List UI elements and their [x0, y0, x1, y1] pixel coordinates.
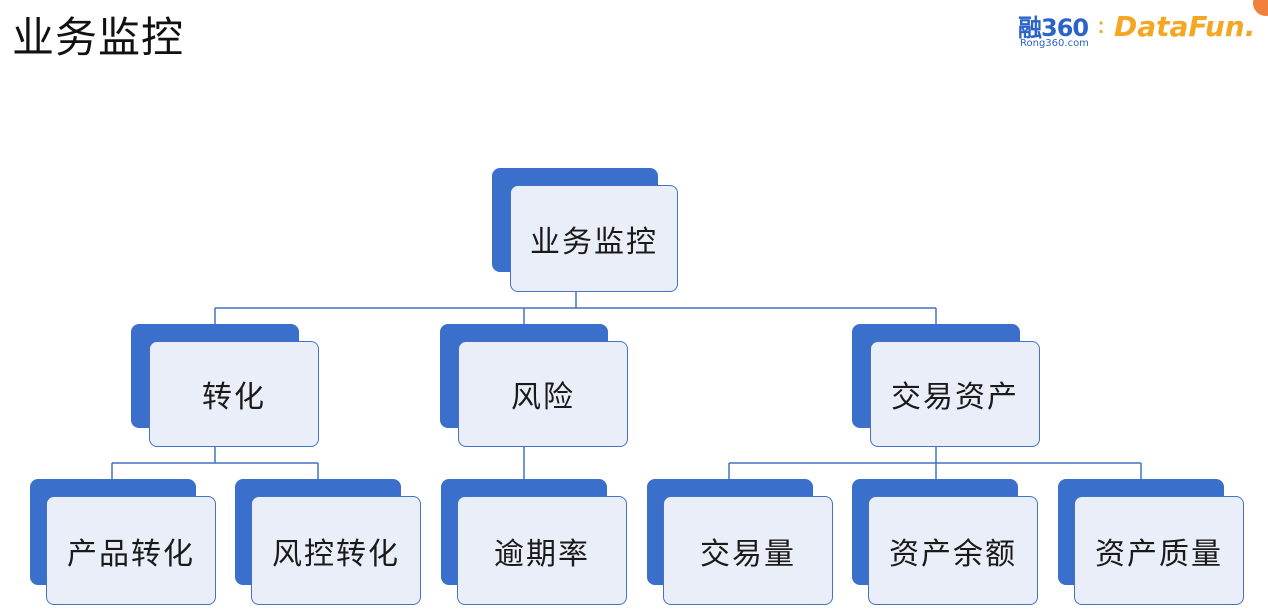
datafun-logo-text: DataFun.	[1114, 10, 1256, 43]
node-risk-conversion: 风控转化	[235, 479, 421, 605]
node-asset-balance: 资产余额	[852, 479, 1038, 605]
node-product-conversion: 产品转化	[30, 479, 216, 605]
node-trade-assets: 交易资产	[852, 324, 1040, 447]
node-label: 风控转化	[272, 536, 400, 572]
node-label: 逾期率	[494, 536, 590, 572]
node-label: 转化	[202, 380, 266, 415]
node-label: 资产质量	[1095, 536, 1223, 572]
node-risk: 风险	[440, 324, 628, 447]
badge-icon	[1253, 0, 1268, 16]
node-overdue-rate: 逾期率	[441, 479, 627, 605]
node-label: 资产余额	[889, 536, 1017, 572]
node-root: 业务监控	[492, 168, 678, 292]
page-title: 业务监控	[12, 13, 185, 62]
node-label: 风险	[511, 380, 575, 415]
node-label: 交易资产	[891, 380, 1019, 415]
node-trade-volume: 交易量	[647, 479, 833, 605]
datafun-dots-icon: ⁚	[1098, 18, 1105, 37]
rong360-logo-subtext: Rong360.com	[1020, 38, 1089, 49]
node-asset-quality: 资产质量	[1058, 479, 1244, 605]
node-label: 产品转化	[67, 536, 195, 572]
logo: 融360 Rong360.com ⁚ DataFun.	[1010, 0, 1268, 60]
node-label: 业务监控	[530, 224, 658, 260]
rong360-logo-text: 融360	[1018, 14, 1089, 42]
node-label: 交易量	[700, 536, 796, 572]
node-conversion: 转化	[131, 324, 319, 447]
